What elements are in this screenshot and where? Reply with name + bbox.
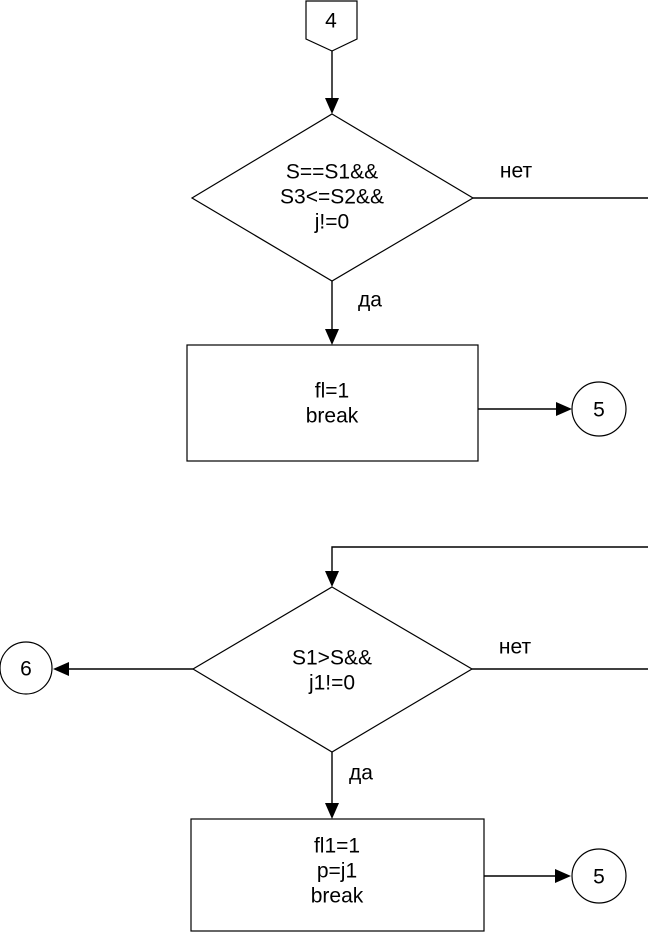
- decision1-text-line2: S3<=S2&&: [280, 186, 384, 209]
- decision2-text-line1: S1>S&&: [292, 647, 372, 670]
- decision2-no-label: нет: [499, 636, 532, 659]
- connector-6-label: 6: [20, 658, 32, 681]
- offpage-connector-4-label: 4: [325, 10, 337, 33]
- connector-5-bottom-label: 5: [593, 866, 605, 889]
- decision2-text-line2: j1!=0: [308, 672, 355, 695]
- connector-5-top-circle: [571, 381, 627, 437]
- process1-text-line1: fl=1: [315, 380, 349, 403]
- connector-6-circle: [0, 641, 53, 695]
- arrowhead-into-decision1: [325, 98, 339, 114]
- process1-text-line2: break: [306, 405, 359, 428]
- decision2-yes-label: да: [349, 762, 373, 785]
- arrowhead-into-connector5-bottom: [555, 869, 571, 883]
- connector-5-top-label: 5: [593, 399, 605, 422]
- decision1-text-line1: S==S1&&: [286, 161, 378, 184]
- process1-rect: [186, 344, 479, 462]
- arrowhead-into-connector5-top: [556, 402, 572, 416]
- offpage-connector-4-shape: [305, 0, 358, 52]
- decision2-diamond: [191, 586, 474, 753]
- elbow-line-into-decision2: [331, 546, 648, 572]
- arrowhead-into-decision2: [325, 571, 339, 587]
- decision1-text-line3: j!=0: [314, 211, 349, 234]
- arrowhead-into-process2: [325, 803, 339, 819]
- process2-text-line3: break: [311, 885, 364, 908]
- process2-rect: [190, 818, 485, 932]
- connector-5-bottom-circle: [571, 848, 627, 904]
- decision1-no-label: нет: [500, 160, 533, 183]
- decision1-yes-label: да: [358, 289, 382, 312]
- process2-text-line2: p=j1: [317, 860, 357, 883]
- process2-text-line1: fl1=1: [314, 835, 360, 858]
- arrowhead-into-connector6: [53, 662, 69, 676]
- arrowhead-into-process1: [325, 329, 339, 345]
